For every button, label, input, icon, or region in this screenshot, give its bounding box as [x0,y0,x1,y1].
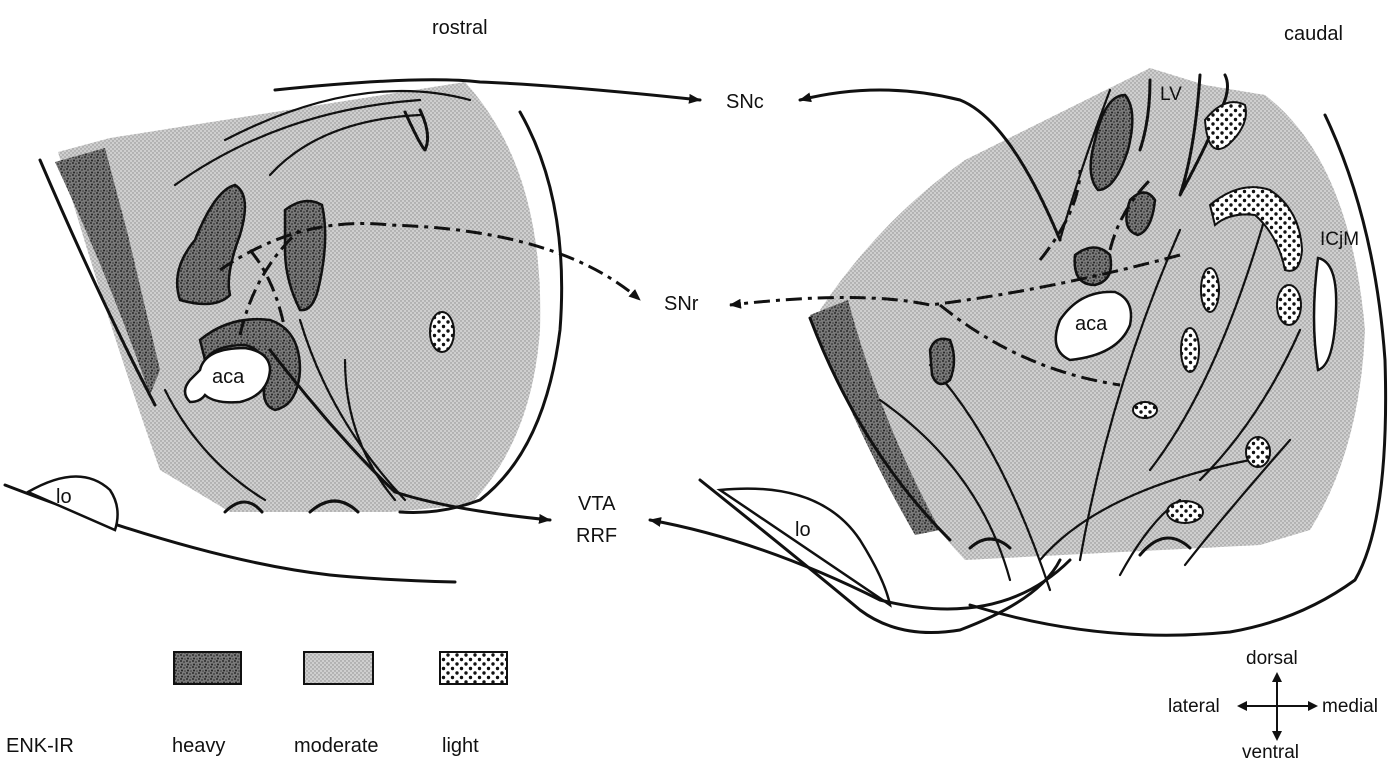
legend-swatch-heavy [174,652,241,684]
rostral-light-island [430,312,454,352]
caudal-light-island-5 [1181,328,1199,372]
compass-down-arrow-icon [1272,731,1282,741]
caudal-lo-label: lo [795,519,811,541]
rostral-aca-label: aca [212,366,245,388]
caudal-lo-shape [720,489,890,605]
legend-title: ENK-IR [6,735,74,757]
compass-up-arrow-icon [1272,672,1282,682]
legend: ENK-IR heavy moderate light [6,652,507,757]
rostral-lo-shape [28,476,118,530]
snc-label: SNc [726,91,764,113]
caudal-aca-label: aca [1075,313,1108,335]
compass-left-arrow-icon [1237,701,1247,711]
rostral-title: rostral [432,17,488,39]
rostral-section: aca lo [5,82,562,582]
rrf-label: RRF [576,525,617,547]
caudal-section: aca ICjM LV lo [700,68,1386,635]
caudal-title: caudal [1284,23,1343,45]
orientation-compass: dorsal ventral lateral medial [1168,648,1378,762]
compass-ventral-label: ventral [1242,742,1299,762]
caudal-light-island-3 [1277,285,1301,325]
snr-label: SNr [664,293,699,315]
caudal-light-island-4 [1201,268,1219,312]
caudal-light-island-7 [1246,437,1270,467]
compass-dorsal-label: dorsal [1246,648,1298,669]
legend-swatch-moderate [304,652,373,684]
compass-right-arrow-icon [1308,701,1318,711]
caudal-heavy-island-4 [930,339,954,384]
caudal-lv-label: LV [1160,84,1182,105]
vta-label: VTA [578,493,616,515]
legend-swatch-light [440,652,507,684]
legend-label-light: light [442,735,479,757]
caudal-light-island-6 [1133,402,1157,418]
compass-medial-label: medial [1322,696,1378,717]
legend-label-heavy: heavy [172,735,225,757]
rostral-lo-label: lo [56,486,72,508]
compass-lateral-label: lateral [1168,696,1220,717]
caudal-icjm-label: ICjM [1320,229,1359,250]
legend-label-moderate: moderate [294,735,379,757]
caudal-light-island-8 [1167,501,1203,523]
